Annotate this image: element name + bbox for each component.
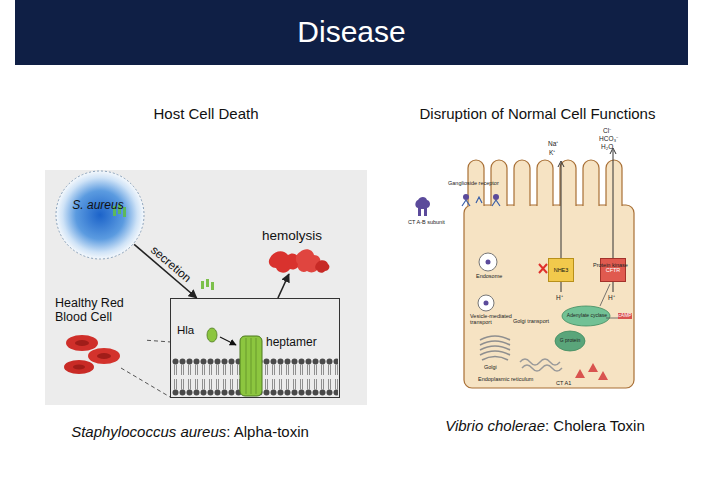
channel-box: NHE3 <box>548 258 574 282</box>
lysed-cell <box>315 260 329 273</box>
red-blood-cell <box>64 360 94 374</box>
part-label: Adenylate cyclase <box>565 313 609 319</box>
pore-label: heptamer <box>266 336 338 350</box>
ion-flow-line <box>561 150 613 258</box>
molecule-box: cAMP <box>618 313 632 319</box>
toxin-fragment <box>575 363 608 380</box>
result-arrow <box>278 274 289 298</box>
organism-name: S. aureus <box>63 199 133 213</box>
bound-toxin <box>463 194 469 200</box>
part-label: G protein <box>557 338 583 344</box>
caption-toxin: : Cholera Toxin <box>545 417 645 434</box>
ion-label: HCO₃⁻ <box>599 135 625 142</box>
cell-label-node: Healthy Red Blood Cell <box>55 296 147 378</box>
red-blood-cell <box>66 335 98 351</box>
membrane-box: Hla heptamer <box>170 298 340 398</box>
toxin-icon <box>415 197 430 216</box>
part-label: Golgi <box>484 364 514 370</box>
vesicle-toxin <box>484 301 489 306</box>
panel-heading: Disruption of Normal Cell Functions <box>365 105 706 122</box>
part-label: Ganglioside receptor <box>448 180 508 186</box>
caption-organism: Vibrio cholerae <box>445 417 545 434</box>
outcome-label: hemolysis <box>262 228 337 244</box>
toxin-monomer <box>207 328 217 342</box>
ion-label: Na⁺ <box>548 140 568 147</box>
caption-line: Vibrio cholerae: Cholera Toxin <box>380 417 706 434</box>
caption-toxin: : Alpha-toxin <box>226 423 309 440</box>
bacterium-cell <box>56 171 144 259</box>
cell-label: Healthy Red Blood Cell <box>55 296 147 325</box>
block-mark <box>539 264 547 273</box>
red-blood-cell <box>88 348 120 364</box>
ion-label: K⁺ <box>549 149 569 156</box>
ion-flow-line <box>561 282 613 292</box>
panel-background <box>45 170 367 405</box>
caption-line: Staphylococcus aureus: Alpha-toxin <box>20 423 360 440</box>
heptamer-pore <box>240 336 262 396</box>
adenylate-cyclase <box>562 306 610 326</box>
ion-label: Cl⁻ <box>603 127 623 134</box>
vesicle <box>478 295 494 311</box>
part-label: Protein kinase <box>593 262 633 268</box>
red-blood-cell-center <box>97 353 111 359</box>
red-blood-cell-center <box>75 340 89 346</box>
hemolysis-node: hemolysis <box>262 228 337 274</box>
red-blood-cell-center <box>73 365 85 370</box>
caption-organism: Staphylococcus aureus <box>71 423 226 440</box>
binding-arrow <box>220 337 236 345</box>
leader-connector <box>147 340 170 342</box>
leader-line <box>121 368 170 397</box>
golgi <box>480 336 510 360</box>
part-label: CT A-B subunit <box>408 219 446 225</box>
channel-label: NHE3 <box>549 259 573 281</box>
bacterium-node: S. aureus <box>55 170 145 260</box>
toxin-label: Hla <box>177 324 207 337</box>
intestinal-cell <box>464 205 634 388</box>
part-label: CT A1 <box>556 380 580 386</box>
endosome-toxin <box>486 260 491 265</box>
slide-title: Disease <box>15 7 688 57</box>
bound-toxin <box>493 194 499 200</box>
channel-box: CFTR <box>600 258 626 282</box>
pore-detail <box>246 338 256 394</box>
endoplasmic-reticulum <box>520 359 562 371</box>
g-protein <box>555 331 585 351</box>
lysed-cell <box>269 251 299 272</box>
ion-label: H⁺ <box>556 294 572 301</box>
ion-label: H⁺ <box>608 294 624 301</box>
part-label: Golgi transport <box>513 318 553 324</box>
ion-flow-head <box>558 148 616 167</box>
ion-label: H₂O <box>601 143 623 150</box>
panel: Host Cell DeathS. aureusHealthy Red Bloo… <box>45 170 367 405</box>
header-band <box>15 0 688 65</box>
part-label: Vesicle-mediated transport <box>470 313 515 325</box>
panel-heading: Host Cell Death <box>20 105 392 122</box>
endosome <box>479 253 497 271</box>
part-label: Endoplasmic reticulum <box>478 376 538 382</box>
toxin-monomer <box>201 279 214 290</box>
part-label: Endosome <box>476 273 516 279</box>
